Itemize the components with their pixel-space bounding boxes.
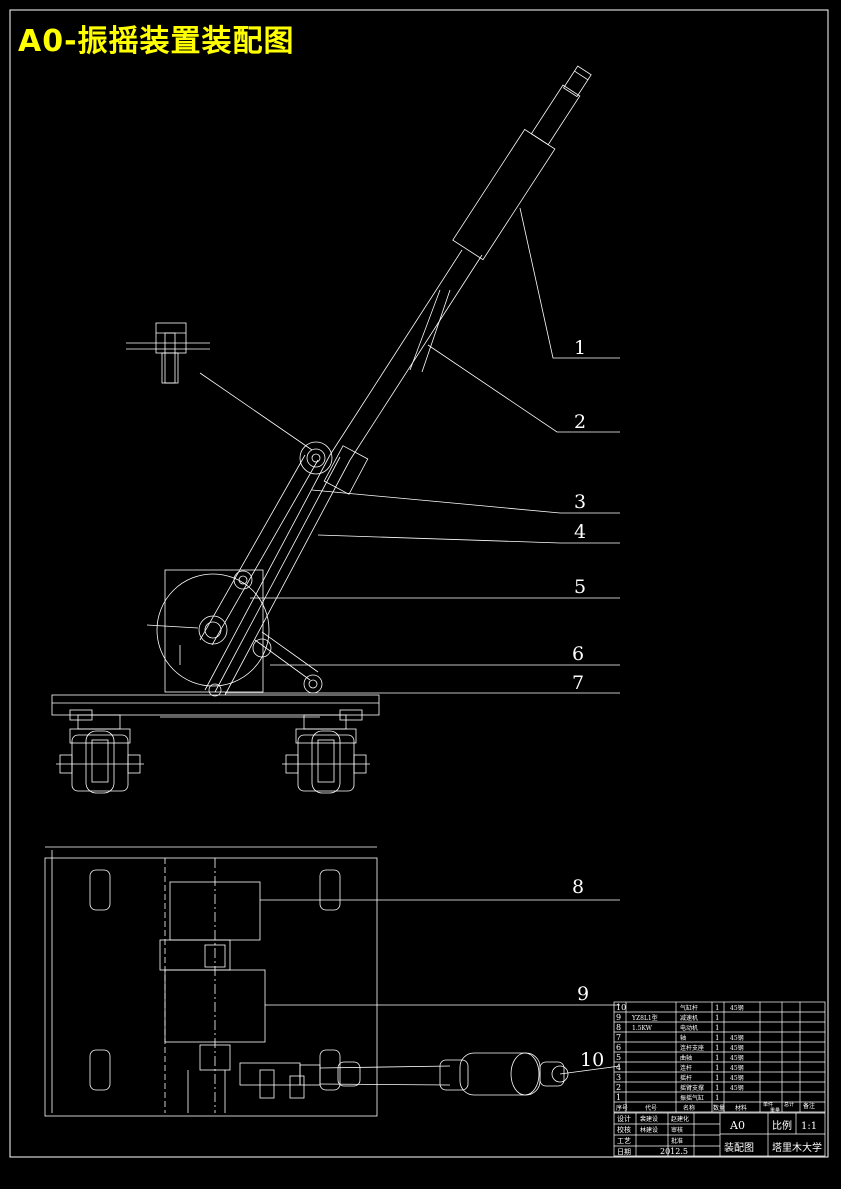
callout-3: 3 [574, 491, 586, 513]
part-row-material: 45钢 [730, 1004, 744, 1012]
part-row-number: 5 [616, 1053, 621, 1062]
callout-2: 2 [574, 411, 586, 433]
part-row-name: 曲轴 [680, 1054, 692, 1062]
part-row-name: 摇臂支撑 [680, 1084, 704, 1092]
part-row-number: 4 [616, 1063, 621, 1072]
part-row-name: 电动机 [680, 1024, 698, 1032]
part-row-number: 8 [616, 1023, 621, 1032]
part-row-qty: 1 [715, 1084, 719, 1092]
connecting-rod [199, 454, 319, 646]
craft-label: 工艺 [617, 1137, 631, 1145]
header-total-weight: 总计 [784, 1101, 794, 1108]
title-block-footer: A0 比例 1:1 装配图 塔里木大学 设计 裴建设 赵建化 校核 林建设 审核… [617, 1114, 822, 1156]
title-block-text: 10 气缸杆 1 45钢 9 YZ8L1型 减速机 1 8 1.5KW 电动机 1 7 轴 1 45钢 6 连杆支… [616, 1003, 815, 1114]
part-row-qty: 1 [715, 1064, 719, 1072]
lower-link [208, 631, 323, 697]
part-row-code: 1.5KW [632, 1025, 653, 1032]
part-row-number: 9 [616, 1013, 621, 1022]
part-row-name: 连杆支座 [680, 1044, 704, 1052]
scale-label: 比例 [772, 1119, 792, 1132]
part-row-name: 轴 [680, 1034, 686, 1042]
header-seq: 序号 [616, 1104, 628, 1112]
part-row-material: 45钢 [730, 1034, 744, 1042]
top-view-base [44, 857, 378, 1117]
callout-6: 6 [572, 643, 584, 665]
cylinder-top [319, 1052, 569, 1096]
date-label: 日期 [617, 1148, 631, 1156]
part-row-number: 3 [616, 1073, 621, 1082]
detail-view-bolt [126, 322, 210, 384]
swing-cylinder [452, 65, 592, 261]
part-row-qty: 1 [715, 1004, 719, 1012]
callout-7: 7 [572, 672, 584, 694]
link-top [239, 1062, 321, 1099]
header-code: 代号 [645, 1104, 657, 1112]
base-frame [51, 694, 380, 716]
approve-label: 批准 [671, 1137, 683, 1145]
part-row-qty: 1 [715, 1044, 719, 1052]
header-name: 名称 [683, 1104, 695, 1112]
header-remark: 备注 [803, 1102, 815, 1110]
part-row-code: YZ8L1型 [631, 1014, 658, 1022]
callout-labels: 1 2 3 4 5 6 7 8 9 10 [572, 337, 604, 1071]
checker-label: 校核 [617, 1125, 631, 1134]
part-row-number: 7 [616, 1033, 621, 1042]
part-row-name: 气缸杆 [680, 1004, 698, 1012]
part-row-material: 45钢 [730, 1084, 744, 1092]
part-row-name: 振摇气缸 [680, 1094, 704, 1102]
part-row-qty: 1 [715, 1024, 719, 1032]
part-row-qty: 1 [715, 1014, 719, 1022]
part-row-number: 1 [616, 1093, 621, 1102]
part-row-material: 45钢 [730, 1074, 744, 1082]
callout-5: 5 [574, 576, 586, 598]
part-row-qty: 1 [715, 1054, 719, 1062]
part-row-qty: 1 [715, 1034, 719, 1042]
header-weight: 重量 [770, 1107, 780, 1114]
part-row-number: 2 [616, 1083, 621, 1092]
rocker-arm [204, 454, 351, 696]
scale-value: 1:1 [801, 1121, 817, 1132]
reviewer-name: 赵建化 [671, 1115, 689, 1123]
designer-name: 裴建设 [640, 1115, 658, 1123]
header-qty: 数量 [713, 1104, 725, 1112]
crank-housing [164, 569, 264, 693]
crank-disc [156, 573, 270, 687]
callout-10: 10 [580, 1049, 604, 1071]
drawing-border [9, 9, 829, 1158]
drawing-title: A0-振摇装置装配图 [18, 24, 295, 59]
front-view [51, 65, 620, 794]
drawing-name: 装配图 [724, 1141, 754, 1154]
leader-lines [225, 207, 620, 694]
part-row-number: 6 [616, 1043, 621, 1052]
checker-name: 林建设 [640, 1126, 658, 1134]
school-name: 塔里木大学 [772, 1141, 822, 1154]
sheet-size: A0 [729, 1119, 745, 1132]
part-row-name: 连杆 [680, 1064, 692, 1072]
caster-wheel-right [282, 714, 370, 794]
designer-label: 设计 [617, 1114, 631, 1123]
callout-9: 9 [577, 983, 589, 1005]
callout-1: 1 [574, 337, 586, 359]
callout-4: 4 [574, 521, 586, 543]
header-material: 材料 [735, 1104, 747, 1112]
pivot-joint [299, 441, 333, 475]
cylinder-rod [329, 249, 483, 461]
callout-8: 8 [572, 876, 584, 898]
reviewer-label: 审核 [671, 1126, 683, 1134]
part-row-name: 摇杆 [680, 1074, 692, 1082]
part-row-name: 减速机 [680, 1014, 698, 1022]
part-row-material: 45钢 [730, 1044, 744, 1052]
part-row-qty: 1 [715, 1074, 719, 1082]
part-row-material: 45钢 [730, 1054, 744, 1062]
date-value: 2012.5 [660, 1147, 688, 1156]
title-block [613, 1001, 826, 1157]
caster-wheel-left [56, 714, 144, 794]
part-row-material: 45钢 [730, 1064, 744, 1072]
header-unit-weight: 单件 [763, 1101, 773, 1108]
top-view [44, 846, 621, 1117]
part-row-number: 10 [616, 1003, 626, 1012]
part-row-qty: 1 [715, 1094, 719, 1102]
